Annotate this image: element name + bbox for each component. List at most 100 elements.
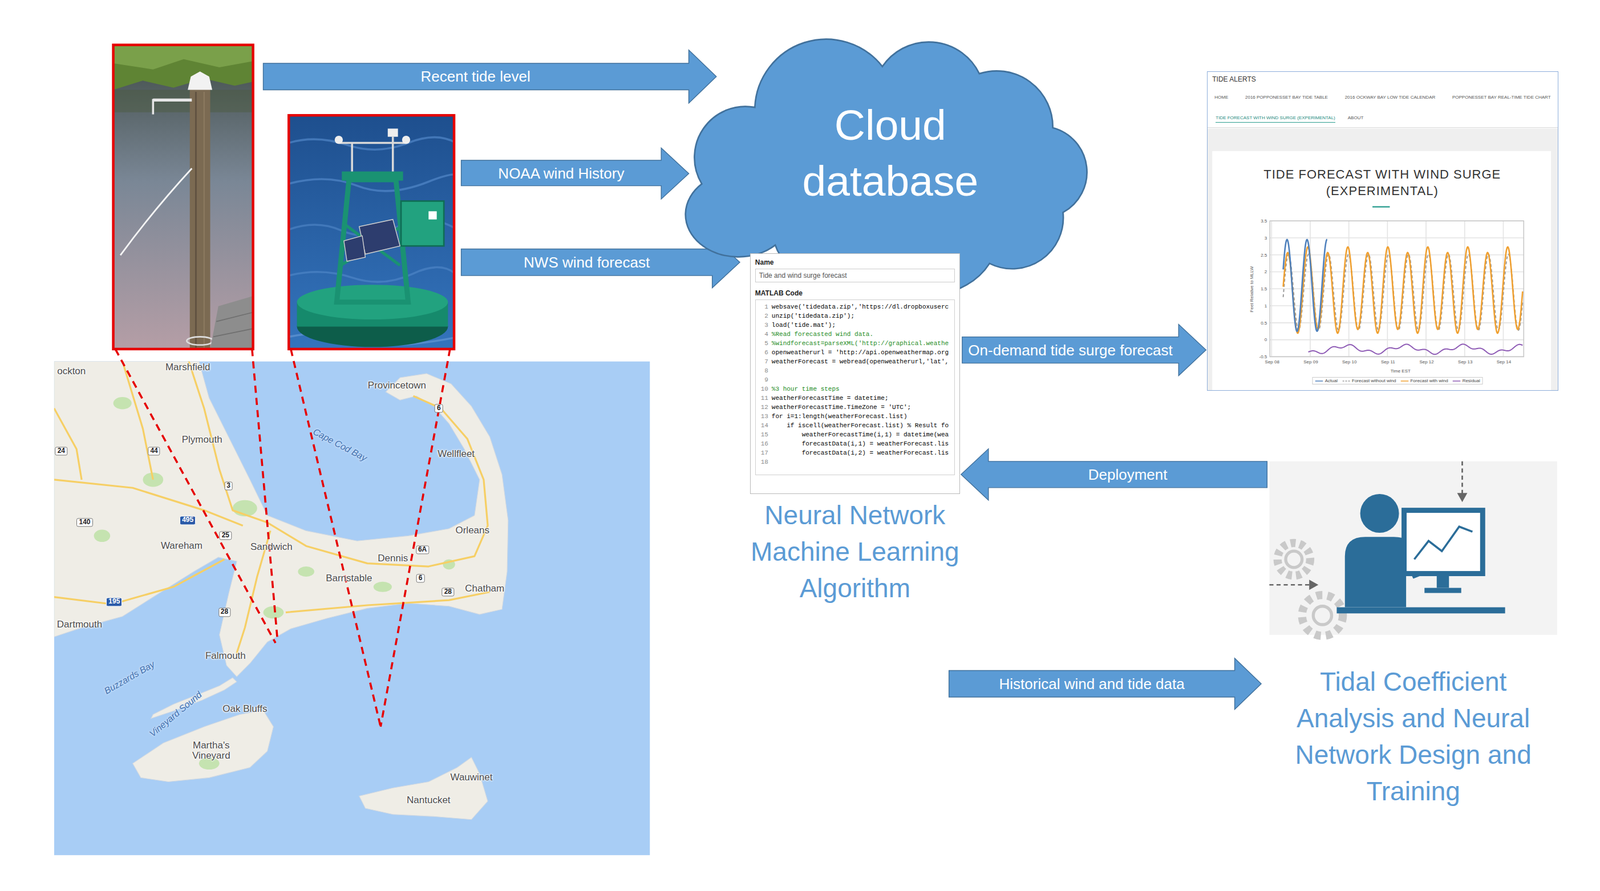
weather-buoy-photo (359, 219, 401, 255)
engineer-icon (1404, 510, 1484, 574)
legend-line (1342, 379, 1351, 383)
code-line: 8 (755, 366, 951, 376)
code-line: 5%windforecast=parseXML('http://graphica… (755, 338, 951, 348)
tide-chart (1348, 220, 1350, 357)
axis-title: Time EST (1383, 368, 1418, 375)
legend-line (1315, 379, 1324, 383)
legend-text: Actual (1325, 378, 1338, 384)
page-heading: TIDE FORECAST WITH WIND SURGE (EXPERIMEN… (1212, 165, 1552, 200)
legend-text: Residual (1462, 378, 1481, 384)
cloud-title: Cloud database (782, 96, 999, 209)
tide-chart (1269, 220, 1524, 357)
code-text: weatherForecastTime.TimeZone = 'UTC'; (771, 402, 911, 412)
tide-chart (1269, 237, 1524, 239)
legend-line (1452, 379, 1461, 383)
tide-sensor-photo (186, 336, 214, 345)
engineer-icon (1436, 573, 1449, 589)
code-line: 1websave('tidedata.zip','https://dl.drop… (755, 302, 951, 312)
weather-buoy-photo (288, 137, 455, 151)
tide-sensor-photo (213, 328, 254, 337)
web-page-ground (1206, 127, 1558, 128)
code-line: 6openweatherurl = 'http://api.openweathe… (755, 347, 951, 358)
tide-sensor-photo (187, 71, 213, 90)
arrow-label: NOAA wind History (497, 165, 625, 182)
cloud-shape (693, 30, 1087, 276)
code-line: 12weatherForecastTime.TimeZone = 'UTC'; (755, 402, 951, 412)
site-menu: TIDE FORECAST WITH WIND SURGE (EXPERIMEN… (1215, 115, 1364, 123)
engineer-icon (1269, 584, 1310, 586)
engineer-icon (1269, 461, 1557, 637)
code-line: 9 (755, 375, 951, 385)
cape-cod-map (54, 361, 651, 856)
code-line: 17 forecastData(i,2) = weatherForecast.l… (755, 448, 951, 458)
code-text: unzip('tidedata.zip'); (771, 311, 855, 321)
tide-sensor-photo (195, 91, 197, 350)
engineer-icon (1269, 461, 1557, 635)
code-text: for i=1:length(weatherForecast.list) (771, 411, 908, 421)
place-name: Barnstable (325, 573, 372, 585)
route-number: 28 (218, 608, 231, 617)
tide-sensor-photo (216, 312, 253, 322)
weather-buoy-photo (428, 211, 437, 220)
menu-item: 2016 POPPONESSET BAY TIDE TABLE (1245, 94, 1328, 100)
node-caption: Tidal Coefficient Analysis and Neural Ne… (1293, 663, 1534, 810)
cape-cod-map (54, 408, 82, 480)
axis-tick: Sep 08 (1257, 359, 1287, 366)
weather-buoy-photo (336, 179, 408, 303)
route-number: 495 (179, 516, 196, 525)
line-number: 16 (755, 439, 769, 449)
location-leader (380, 349, 451, 727)
block-arrow (949, 658, 1262, 710)
code-panel: NameTide and wind surge forecastMATLAB C… (750, 253, 960, 494)
code-line: 3load('tide.mat'); (755, 320, 951, 330)
axis-title: Feet Relative to MLLW (1249, 266, 1255, 313)
tide-sensor-photo (203, 91, 205, 350)
tide-sensor-photo (113, 89, 254, 112)
cape-cod-map (297, 566, 315, 577)
place-name: Oak Bluffs (222, 703, 267, 715)
weather-buoy-photo (341, 171, 403, 181)
menu-item: HOME (1214, 94, 1229, 100)
legend-entry: Forecast without wind (1342, 378, 1396, 384)
line-number: 15 (755, 430, 769, 440)
cape-cod-map (267, 395, 488, 567)
engineer-icon (1302, 594, 1344, 637)
engineer-panel: Tidal Coefficient Analysis and Neural Ne… (1269, 461, 1557, 635)
tide-sensor-photo (120, 168, 192, 255)
line-number: 17 (755, 448, 769, 458)
cape-cod-map (54, 361, 509, 677)
code-text: %Read forecasted wind data. (771, 329, 874, 339)
block-arrow (263, 50, 717, 104)
place-name: Marshfield (165, 362, 210, 374)
cape-cod-map (359, 757, 488, 820)
code-line: 10%3 hour time steps (755, 384, 951, 394)
node-caption-block: Tidal Coefficient Analysis and Neural Ne… (1293, 663, 1534, 810)
place-name: Nantucket (406, 794, 451, 806)
cape-cod-map (54, 361, 490, 654)
tide-sensor-photo (152, 98, 192, 102)
node-caption: Neural Network Machine Learning Algorith… (729, 496, 981, 607)
route-number: 6 (416, 574, 425, 583)
weather-buoy-photo (288, 115, 455, 350)
arrow-label: Recent tide level (420, 68, 531, 85)
place-name: Sandwich (250, 541, 293, 553)
engineer-icon (1457, 492, 1468, 502)
place-name: Chatham (464, 583, 505, 595)
code-text: load('tide.mat'); (771, 320, 836, 330)
tide-chart (1309, 220, 1311, 357)
code-area: 1websave('tidedata.zip','https://dl.drop… (755, 299, 955, 476)
arrow-label: NWS wind forecast (523, 253, 650, 271)
legend-line (1400, 379, 1409, 383)
line-number: 13 (755, 411, 769, 421)
cape-cod-map (113, 397, 132, 409)
code-line: 11weatherForecastTime = datetime; (755, 393, 951, 403)
engineer-icon (1336, 607, 1505, 614)
name-field: Tide and wind surge forecast (755, 268, 955, 283)
axis-tick: 0 (1239, 337, 1267, 343)
legend-text: Forecast without wind (1351, 378, 1396, 384)
tide-sensor-photo (113, 45, 254, 91)
place-name: Provincetown (367, 380, 427, 392)
line-number: 8 (755, 366, 769, 376)
weather-buoy-photo (400, 200, 444, 246)
tide-chart (1269, 288, 1524, 290)
